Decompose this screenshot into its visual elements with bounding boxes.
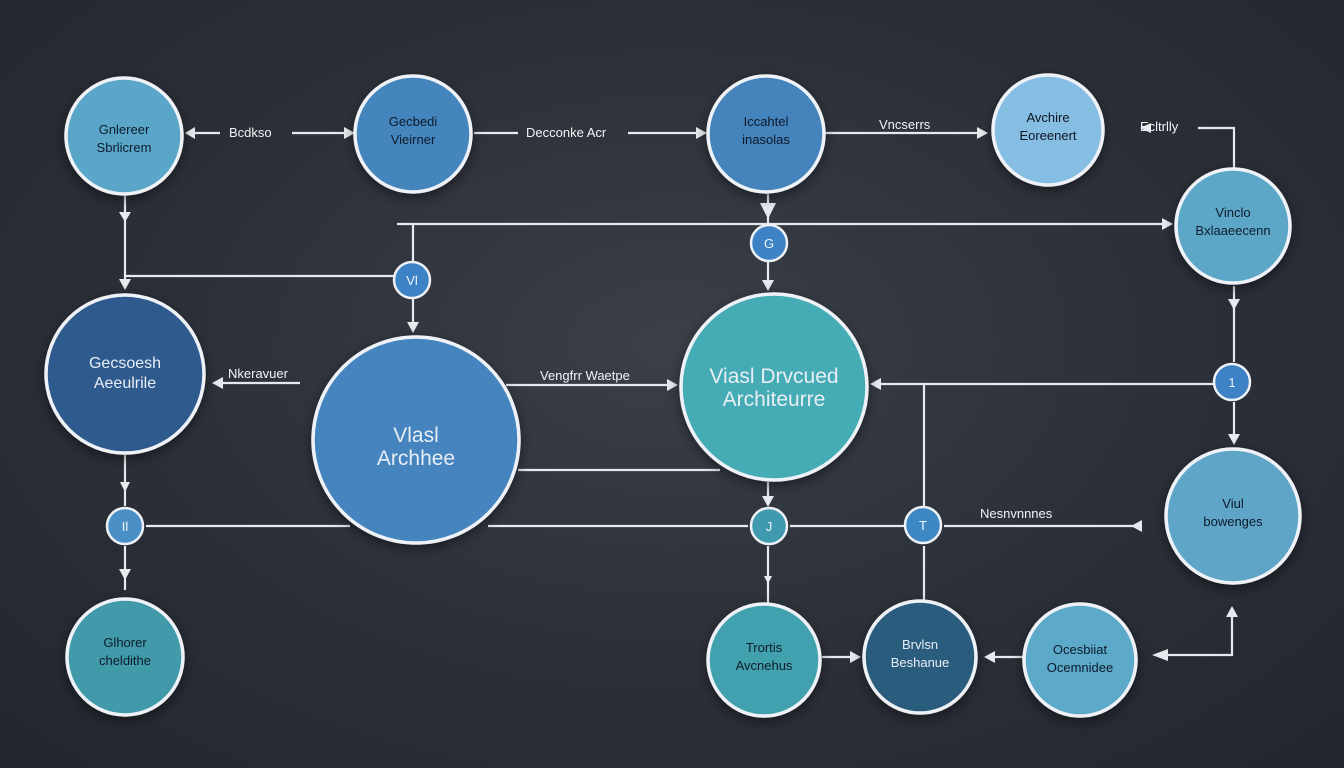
node-top-2[interactable]: Gecbedi Vieirner bbox=[353, 74, 473, 194]
junction-label: T bbox=[919, 518, 927, 533]
node-label: Iccahtel bbox=[744, 114, 789, 129]
junction-j4: Il bbox=[105, 506, 145, 546]
edge-label: Nesnvnnnes bbox=[980, 506, 1053, 521]
node-label: Bxlaaeecenn bbox=[1195, 223, 1270, 238]
node-label: Vieirner bbox=[391, 132, 436, 147]
node-label: Avcnehus bbox=[736, 658, 793, 673]
node-top-4[interactable]: Avchire Eoreenert bbox=[991, 73, 1105, 187]
node-label: inasolas bbox=[742, 132, 790, 147]
junction-j1: Vl bbox=[392, 260, 432, 300]
node-right-lower[interactable]: Viul bowenges bbox=[1164, 447, 1302, 585]
node-bottom-2[interactable]: Trortis Avcnehus bbox=[706, 602, 822, 718]
junction-label: G bbox=[764, 236, 774, 251]
junction-j6: T bbox=[903, 505, 943, 545]
node-label: Beshanue bbox=[891, 655, 950, 670]
node-label: Viul bbox=[1222, 496, 1244, 511]
node-label: Viasl Drvcued bbox=[709, 365, 838, 388]
node-top-3[interactable]: Iccahtel inasolas bbox=[706, 74, 826, 194]
node-label: Avchire bbox=[1026, 110, 1069, 125]
node-bottom-4[interactable]: Ocesbiiat Ocemnidee bbox=[1022, 602, 1138, 718]
edge-label: Vengfrr Waetpe bbox=[540, 368, 630, 383]
edge-label: Bcdkso bbox=[229, 125, 272, 140]
edge-label: Vncserrs bbox=[879, 117, 931, 132]
node-label: Ocemnidee bbox=[1047, 660, 1113, 675]
node-label: Glhorer bbox=[103, 635, 147, 650]
node-label: Archhee bbox=[377, 447, 455, 470]
node-label: Vinclo bbox=[1215, 205, 1250, 220]
node-label: Trortis bbox=[746, 640, 783, 655]
node-label: cheldithe bbox=[99, 653, 151, 668]
node-right-upper[interactable]: Vinclo Bxlaaeecenn bbox=[1174, 167, 1292, 285]
node-label: Gnlereer bbox=[99, 122, 150, 137]
node-bottom-left[interactable]: Glhorer cheldithe bbox=[65, 597, 185, 717]
node-center[interactable]: Vlasl Archhee bbox=[311, 335, 521, 545]
node-center-right[interactable]: Viasl Drvcued Architeurre bbox=[679, 292, 869, 482]
node-label: Gecbedi bbox=[389, 114, 438, 129]
node-label: Ocesbiiat bbox=[1053, 642, 1108, 657]
node-label: Brvlsn bbox=[902, 637, 938, 652]
node-label: Gecsoesh bbox=[89, 355, 161, 372]
edge-label: Decconke Acr bbox=[526, 125, 607, 140]
node-top-left[interactable]: Gnlereer Sbrlicrem bbox=[64, 76, 184, 196]
edge-label: Ecltrlly bbox=[1140, 119, 1179, 134]
junction-label: Vl bbox=[406, 273, 418, 288]
junction-label: 1 bbox=[1228, 375, 1235, 390]
node-mid-left[interactable]: Gecsoesh Aeeulrile bbox=[44, 293, 206, 455]
node-label: Vlasl bbox=[393, 424, 439, 447]
edge-label: Nkeravuer bbox=[228, 366, 289, 381]
junction-label: J bbox=[766, 519, 773, 534]
junction-j3: 1 bbox=[1212, 362, 1252, 402]
node-label: Sbrlicrem bbox=[97, 140, 152, 155]
junction-j2: G bbox=[749, 223, 789, 263]
node-label: Eoreenert bbox=[1019, 128, 1076, 143]
junction-label: Il bbox=[122, 519, 129, 534]
junction-j5: J bbox=[749, 506, 789, 546]
node-bottom-3[interactable]: Brvlsn Beshanue bbox=[862, 599, 978, 715]
node-label: Architeurre bbox=[723, 388, 826, 411]
node-label: bowenges bbox=[1203, 514, 1263, 529]
node-label: Aeeulrile bbox=[94, 375, 156, 392]
